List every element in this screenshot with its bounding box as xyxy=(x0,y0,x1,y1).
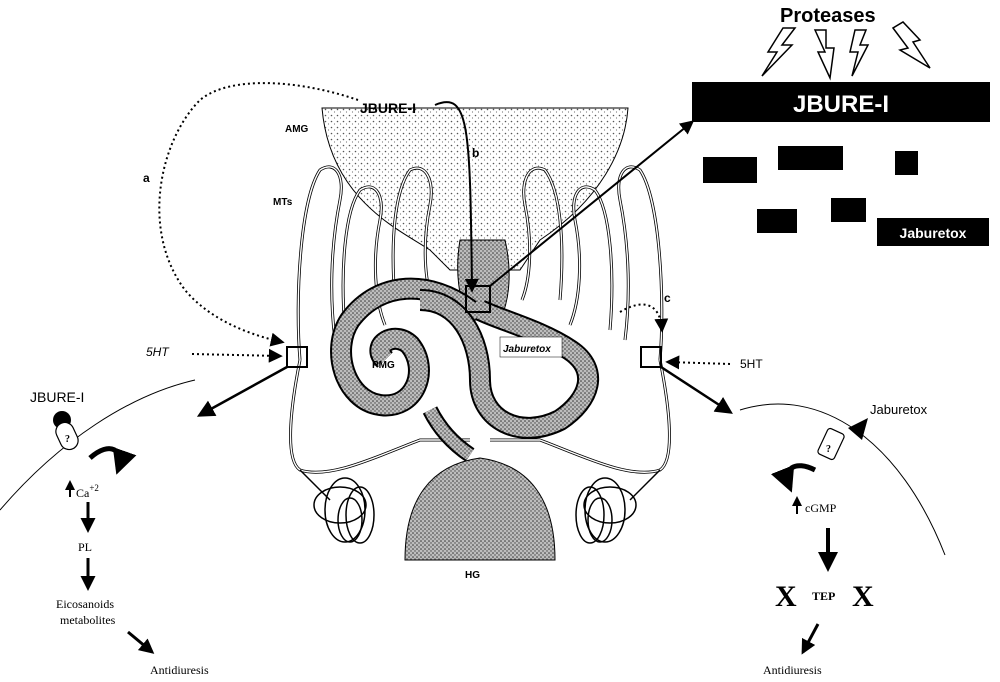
malpighian-tubule-left-1-inner xyxy=(297,166,342,361)
route-c-arrow xyxy=(619,303,669,333)
lightning-icon-4 xyxy=(891,21,931,69)
jaburetox-fragment-label: Jaburetox xyxy=(900,225,967,241)
route-b-arrow xyxy=(434,101,479,293)
lightning-icon-3 xyxy=(849,29,870,77)
calcium-label: Ca+2 xyxy=(76,483,99,500)
left-tubule-zoom-box xyxy=(286,346,308,368)
peptide-fragment xyxy=(895,151,918,175)
left-cell-membrane xyxy=(0,379,196,511)
tep-x-right: X xyxy=(852,580,874,613)
pl-label: PL xyxy=(78,540,92,554)
midgut-zoom-box xyxy=(465,285,491,313)
malpighian-tubule-right-1 xyxy=(617,165,664,361)
left-curved-signal-arrow xyxy=(88,446,137,475)
right-tubule-zoom-box xyxy=(640,346,662,368)
peptide-fragment xyxy=(831,198,866,222)
right-curved-signal-arrow xyxy=(770,463,817,493)
insect-gut-illustration xyxy=(289,107,671,561)
left-zoom-arrow xyxy=(196,365,288,417)
left-antidiuresis-label: Antidiuresis xyxy=(150,663,209,677)
right-antidiuresis-label: Antidiuresis xyxy=(763,663,822,677)
peptide-fragment xyxy=(778,146,843,170)
route-c-label: c xyxy=(664,291,671,305)
jaburetox-fragment xyxy=(877,218,989,246)
peptide-fragments xyxy=(703,146,918,233)
label-pmg: PMG xyxy=(372,360,395,371)
peptide-fragment xyxy=(703,157,757,183)
cgmp-label: cGMP xyxy=(805,501,837,515)
eicosanoids-label-line1: Eicosanoids xyxy=(56,597,114,611)
right-zoom-arrow xyxy=(660,365,733,414)
label-mts: MTs xyxy=(273,197,293,208)
right-arrow-to-antidiuresis xyxy=(801,623,820,655)
label-amg: AMG xyxy=(285,124,309,135)
lightning-icon-2 xyxy=(813,29,835,81)
left-receptor: ? xyxy=(53,411,79,451)
right-cell-membrane xyxy=(739,403,946,556)
tep-x-left: X xyxy=(775,580,797,613)
zoom-arrow-to-jbure-bar xyxy=(489,120,695,287)
serotonin-left-arrow xyxy=(191,348,283,363)
svg-text:?: ? xyxy=(826,444,831,455)
protease-lightning-group xyxy=(761,21,931,81)
hindgut-organ xyxy=(404,457,556,561)
left-arrow-to-antidiuresis xyxy=(127,630,155,654)
hindgut-tubule-tangle-right xyxy=(575,477,637,544)
label-jaburetox-in-gut: Jaburetox xyxy=(503,344,551,355)
label-hg: HG xyxy=(465,570,480,581)
jaburetox-gut-label-box xyxy=(499,336,563,358)
label-jbure-top: JBURE-I xyxy=(360,100,416,116)
tep-label: TEP xyxy=(812,589,835,603)
proteases-label: Proteases xyxy=(780,5,876,27)
jbure-bar-label: JBURE-I xyxy=(793,91,889,118)
peptide-fragment xyxy=(757,209,797,233)
serotonin-right-label: 5HT xyxy=(740,357,763,371)
route-b-label: b xyxy=(472,146,479,160)
serotonin-right-arrow xyxy=(665,355,731,370)
right-toxin-label: Jaburetox xyxy=(870,402,928,417)
left-toxin-label: JBURE-I xyxy=(30,389,84,405)
jaburetox-toxin-icon xyxy=(848,418,868,440)
eicosanoids-label-line2: metabolites xyxy=(60,613,116,627)
route-a-label: a xyxy=(143,171,150,185)
right-receptor: ? xyxy=(817,418,868,461)
lightning-icon-1 xyxy=(761,27,797,77)
jbure-bar xyxy=(692,82,990,122)
hindgut-tubule-tangle-left xyxy=(313,477,375,544)
serotonin-left-label: 5HT xyxy=(146,345,170,359)
svg-text:?: ? xyxy=(65,434,70,445)
